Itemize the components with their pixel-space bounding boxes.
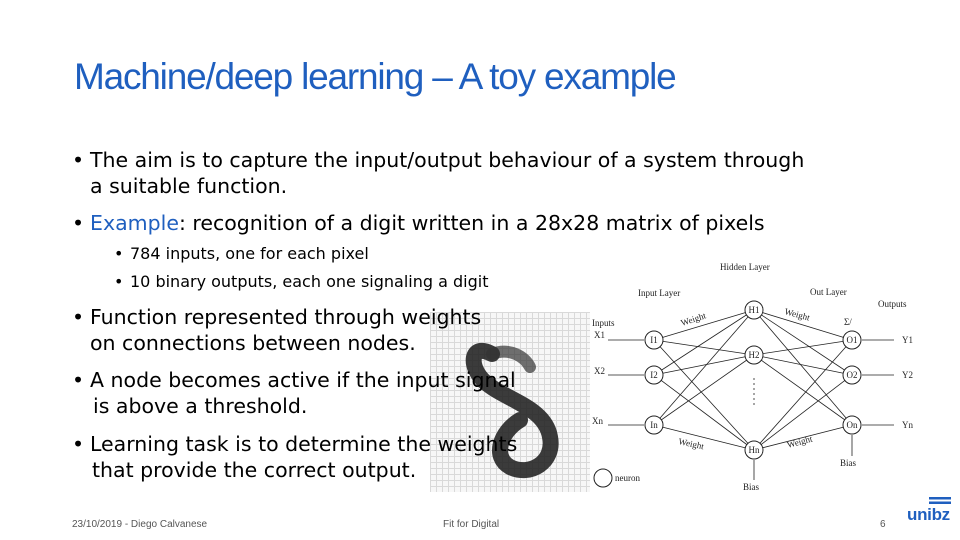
neural-network-diagram: I1 I2 In H1 H2 Hn O1 O2 On Hidden Layer … [592, 262, 913, 492]
bullet-dot: • [72, 432, 85, 456]
node-i1: I1 [650, 335, 658, 345]
bullet-text: 10 binary outputs, each one signaling a … [130, 272, 489, 291]
output-y1: Y1 [902, 335, 913, 345]
bullet-text: Learning task is to determine the weight… [90, 432, 518, 456]
bullet-dot: • [114, 272, 124, 291]
bullet-text: A node becomes active if the input signa… [90, 368, 516, 392]
bullet-function-cont: on connections between nodes. [90, 331, 416, 355]
inputs-label: Inputs [592, 318, 615, 328]
bullet-dot: • [114, 244, 124, 263]
example-label: Example [90, 211, 179, 235]
neuron-legend-label: neuron [615, 473, 640, 483]
bullet-node: •A node becomes active if the input sign… [72, 367, 516, 393]
node-on: On [847, 420, 858, 430]
node-o1: O1 [847, 335, 858, 345]
node-in: In [650, 420, 658, 430]
unibz-logo-mark [929, 497, 951, 504]
bullet-learning: •Learning task is to determine the weigh… [72, 431, 517, 457]
input-x1: X1 [594, 330, 605, 340]
outputs-label: Outputs [878, 299, 907, 309]
bias-label-hidden: Bias [743, 482, 759, 492]
footer-date-author: 23/10/2019 - Diego Calvanese [72, 519, 208, 530]
weight-label-4: Weight [786, 433, 814, 449]
sub-bullet-inputs: • 784 inputs, one for each pixel [114, 243, 369, 264]
unibz-logo: unibz [907, 505, 950, 524]
bullet-learning-cont: that provide the correct output. [92, 458, 417, 482]
bullet-function: •Function represented through weights [72, 304, 481, 330]
out-layer-label: Out Layer [810, 287, 847, 297]
slide-title: Machine/deep learning – A toy example [74, 56, 677, 97]
bullet-dot: • [72, 368, 85, 392]
input-xn: Xn [592, 416, 603, 426]
input-layer-label: Input Layer [638, 288, 680, 298]
digit-image [465, 342, 559, 479]
weight-label-3: Weight [678, 436, 706, 451]
bullet-aim-cont: a suitable function. [90, 174, 288, 198]
bullet-node-cont: is above a threshold. [93, 394, 308, 418]
node-h2: H2 [749, 350, 760, 360]
node-i2: I2 [650, 370, 658, 380]
input-x2: X2 [594, 366, 605, 376]
sub-bullet-outputs: • 10 binary outputs, each one signaling a… [114, 271, 488, 292]
sum-label: Σ/ [844, 317, 852, 327]
connections [608, 309, 894, 480]
node-o2: O2 [847, 370, 858, 380]
bullet-dot: • [72, 305, 85, 329]
page-number: 6 [880, 519, 886, 530]
bullet-example: •Example: recognition of a digit written… [72, 210, 765, 236]
bullet-dot: • [72, 148, 85, 172]
hidden-layer-label: Hidden Layer [720, 262, 770, 272]
node-hn: Hn [749, 445, 760, 455]
output-yn: Yn [902, 420, 913, 430]
footer-center: Fit for Digital [443, 519, 500, 530]
digit-pixel-grid [430, 312, 590, 492]
bias-label-out: Bias [840, 458, 856, 468]
bullet-text: Function represented through weights [90, 305, 482, 329]
nodes [593, 300, 862, 488]
node-labels: I1 I2 In H1 H2 Hn O1 O2 On [650, 305, 858, 455]
node-h1: H1 [749, 305, 760, 315]
bullet-aim: •The aim is to capture the input/output … [72, 147, 804, 173]
bullet-text: The aim is to capture the input/output b… [90, 148, 805, 172]
bullet-dot: • [72, 211, 85, 235]
output-y2: Y2 [902, 370, 913, 380]
bullet-text: : recognition of a digit written in a 28… [178, 211, 765, 235]
bullet-text: 784 inputs, one for each pixel [130, 244, 369, 263]
